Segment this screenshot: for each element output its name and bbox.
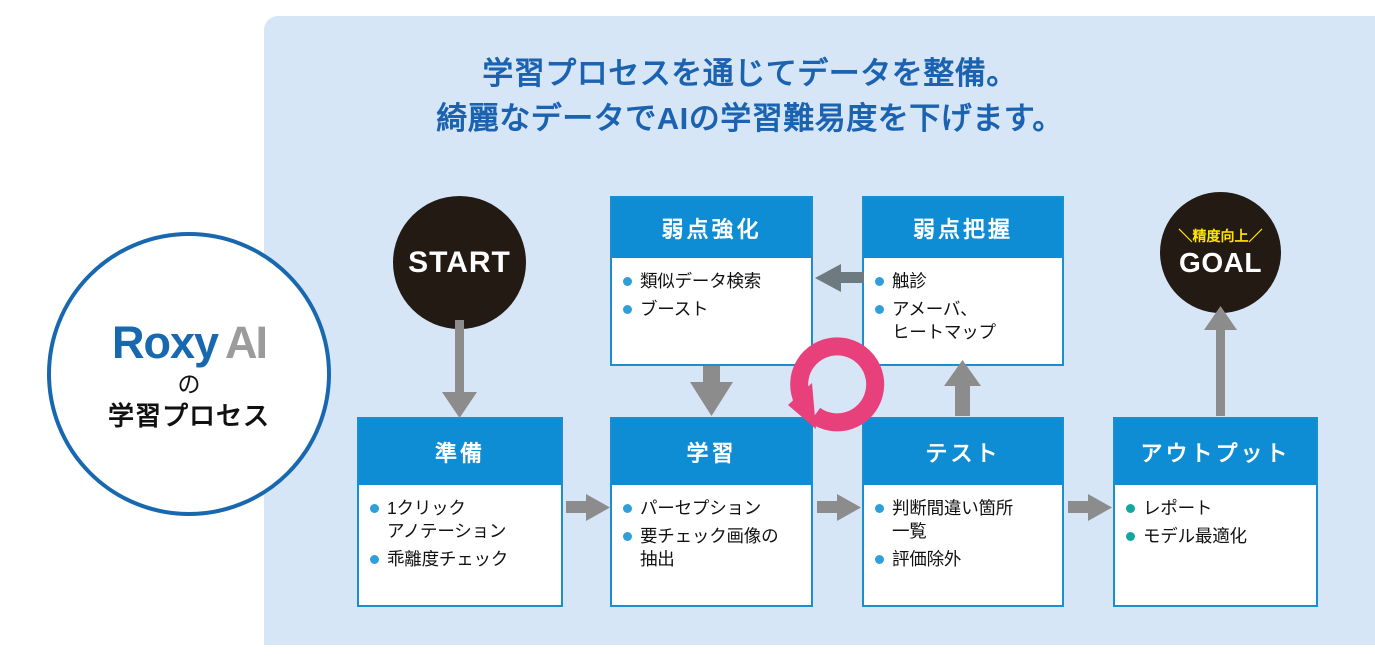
process-box-test: テスト 判断間違い箇所一覧 評価除外 [862, 417, 1064, 607]
box-body-test: 判断間違い箇所一覧 評価除外 [864, 485, 1062, 584]
box-title-weak-find: 弱点把握 [864, 198, 1062, 258]
goal-node: ＼精度向上／ GOAL [1160, 192, 1281, 313]
box-title-learn: 学習 [612, 419, 811, 485]
box-body-learn: パーセプション 要チェック画像の抽出 [612, 485, 811, 584]
loop-arrowhead [788, 383, 816, 429]
box-title-prep: 準備 [359, 419, 561, 485]
box-item-list-test: 判断間違い箇所一覧 評価除外 [875, 497, 1053, 571]
list-item: 判断間違い箇所一覧 [875, 497, 1053, 543]
logo-brand-primary: Roxy [111, 316, 219, 368]
box-item-list-output: レポート モデル最適化 [1126, 497, 1307, 548]
box-body-weak-train: 類似データ検索 ブースト [612, 258, 811, 334]
list-item: 要チェック画像の抽出 [623, 525, 802, 571]
list-item: ブースト [623, 298, 802, 321]
logo-subtitle: 学習プロセス [107, 400, 270, 431]
retrain-loop-arrow [788, 337, 885, 432]
goal-node-label: GOAL [1179, 247, 1262, 278]
box-title-output: アウトプット [1115, 419, 1316, 485]
box-body-output: レポート モデル最適化 [1115, 485, 1316, 561]
loop-ring [790, 337, 885, 432]
list-item: パーセプション [623, 497, 802, 520]
box-item-list-weak-find: 触診 アメーバ、ヒートマップ [875, 270, 1053, 344]
logo-brand-secondary: AI [225, 316, 268, 368]
list-item: 類似データ検索 [623, 270, 802, 293]
box-title-weak-train: 弱点強化 [612, 198, 811, 258]
box-body-weak-find: 触診 アメーバ、ヒートマップ [864, 258, 1062, 357]
list-item: アメーバ、ヒートマップ [875, 298, 1053, 344]
box-item-list-prep: 1クリックアノテーション 乖離度チェック [370, 497, 552, 571]
heading-line-2: 綺麗なデータでAIの学習難易度を下げます。 [436, 100, 1064, 136]
process-box-prep: 準備 1クリックアノテーション 乖離度チェック [357, 417, 563, 607]
box-item-list-learn: パーセプション 要チェック画像の抽出 [623, 497, 802, 571]
list-item: モデル最適化 [1126, 525, 1307, 548]
diagram-heading: 学習プロセスを通じてデータを整備。 綺麗なデータでAIの学習難易度を下げます。 [300, 52, 1200, 142]
box-body-prep: 1クリックアノテーション 乖離度チェック [359, 485, 561, 584]
process-box-weak-find: 弱点把握 触診 アメーバ、ヒートマップ [862, 196, 1064, 366]
start-node-label: START [408, 245, 511, 279]
list-item: 触診 [875, 270, 1053, 293]
box-item-list-weak-train: 類似データ検索 ブースト [623, 270, 802, 321]
process-box-output: アウトプット レポート モデル最適化 [1113, 417, 1318, 607]
process-box-learn: 学習 パーセプション 要チェック画像の抽出 [610, 417, 813, 607]
list-item: 1クリックアノテーション [370, 497, 552, 543]
process-box-weak-train: 弱点強化 類似データ検索 ブースト [610, 196, 813, 366]
list-item: 評価除外 [875, 548, 1053, 571]
list-item: 乖離度チェック [370, 548, 552, 571]
start-node: START [393, 196, 526, 329]
box-title-test: テスト [864, 419, 1062, 485]
heading-line-1: 学習プロセスを通じてデータを整備。 [482, 56, 1018, 91]
list-item: レポート [1126, 497, 1307, 520]
goal-kpi-label: ＼精度向上／ [1178, 228, 1263, 244]
logo-particle: の [177, 370, 201, 397]
